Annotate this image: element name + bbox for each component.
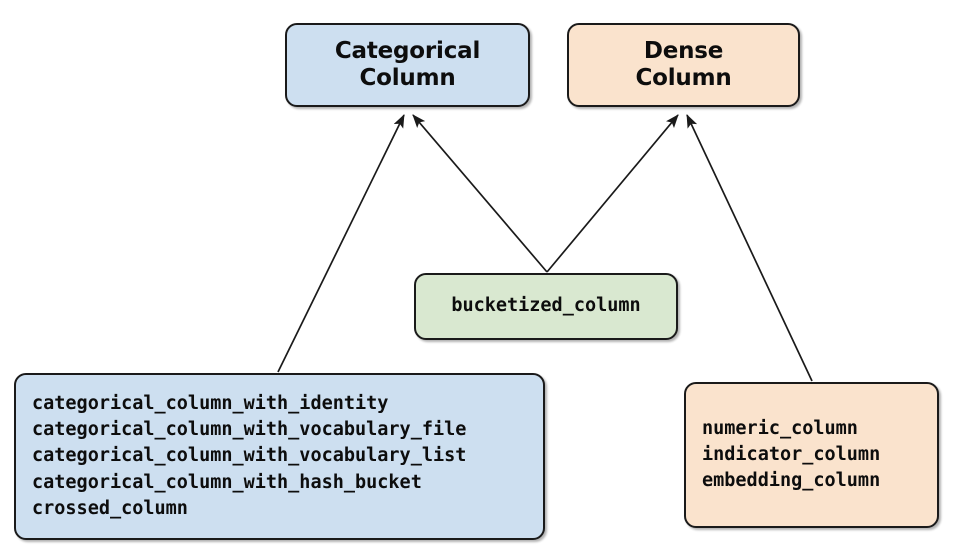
list-item-categorical-vocabulary-list: categorical_column_with_vocabulary_list	[32, 445, 467, 467]
list-item-embedding-column: embedding_column	[702, 470, 881, 492]
dense-column-label-line2: Column	[635, 65, 732, 91]
edge-bucketized-to-dense	[546, 114, 679, 273]
edge-dense-functions-to-dense	[686, 114, 813, 382]
categorical-functions-node[interactable]: categorical_column_with_identity categor…	[14, 373, 545, 540]
dense-functions-node[interactable]: numeric_column indicator_column embeddin…	[684, 382, 939, 528]
dense-column-label-line1: Dense	[643, 37, 724, 64]
edge-bucketized-to-categorical	[412, 114, 548, 273]
categorical-functions-list: categorical_column_with_identity categor…	[16, 391, 543, 522]
dense-column-node[interactable]: Dense Column	[567, 23, 800, 107]
list-item-crossed-column: crossed_column	[32, 497, 188, 519]
edge-categorical-functions-to-categorical	[277, 114, 405, 373]
list-item-indicator-column: indicator_column	[702, 443, 881, 465]
list-item-categorical-hash-bucket: categorical_column_with_hash_bucket	[32, 471, 422, 493]
dense-functions-list: numeric_column indicator_column embeddin…	[686, 416, 937, 495]
categorical-column-label-line1: Categorical	[334, 37, 481, 64]
categorical-column-node[interactable]: Categorical Column	[285, 23, 530, 107]
categorical-column-label-line2: Column	[359, 65, 456, 91]
bucketized-column-label: bucketized_column	[451, 295, 641, 317]
bucketized-column-node[interactable]: bucketized_column	[414, 273, 678, 340]
list-item-categorical-identity: categorical_column_with_identity	[32, 392, 389, 414]
list-item-categorical-vocabulary-file: categorical_column_with_vocabulary_file	[32, 419, 467, 441]
list-item-numeric-column: numeric_column	[702, 417, 858, 439]
